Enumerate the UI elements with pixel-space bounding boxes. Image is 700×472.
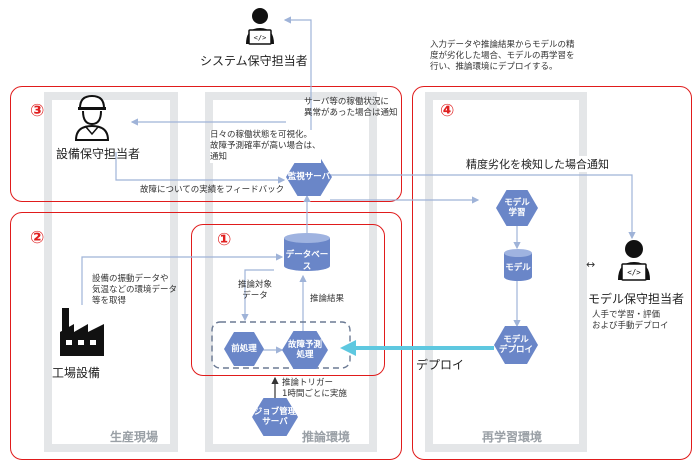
model-label: モデル [505,263,531,273]
system-maintainer-label: システム保守担当者 [200,54,308,68]
model-maintainer-label: モデル保守担当者 [588,292,685,306]
database-icon [284,233,330,271]
factory-icon [60,308,104,356]
monitoring-server-label: 監視サーバ [287,172,331,182]
engineer-laptop-icon: </> [246,8,274,45]
helmet-worker-icon [74,94,110,141]
model-training-label-1: モデル [504,198,530,208]
failure-prediction-label-2: 処理 [296,350,314,360]
factory-label: 工場設備 [52,366,101,380]
inference-target-text: 推論対象 データ [238,280,273,301]
model-training-node: モデル学習 [496,190,538,226]
region-2-box [10,212,402,460]
region-number-2: ② [30,228,45,248]
deploy-text: デプロイ [416,358,465,372]
equipment-maintainer-label: 設備保守担当者 [56,147,141,161]
svg-text:↔: ↔ [586,258,595,271]
env-production-label: 生産現場 [110,430,159,444]
job-server-label-2: サーバ [262,417,288,427]
env-inference-label: 推論環境 [302,430,351,444]
failure-prediction-label-1: 故障予測 [287,340,322,350]
model-deploy-label-1: モデル [503,335,529,345]
engineer-laptop-icon: </> [618,240,650,281]
svg-text:</>: </> [254,34,267,42]
model-deploy-label-2: デプロイ [498,345,533,355]
trigger-text: 推論トリガー 1時間ごとに実施 [282,378,347,399]
svg-text:</>: </> [627,268,641,277]
region-number-3: ③ [30,101,45,121]
inference-result-text: 推論結果 [310,294,345,304]
retrain-notice-text: 入力データや推論結果からモデルの精 度が劣化した場合、モデルの再学習を 行い、推… [430,40,575,72]
database-icon [504,249,532,281]
sensor-data-text: 設備の振動データや 気温などの環境データ 等を取得 [92,274,178,306]
visualize-text: 日々の稼働状態を可視化。 故障予測確率が高い場合は、 通知 [210,130,321,163]
job-server-label-1: ジョブ管理 [253,407,297,417]
accuracy-notice-text: 精度劣化を検知した場合通知 [466,156,609,172]
model-training-label-2: 学習 [508,208,526,218]
region-number-1: ① [217,230,232,250]
region-number-4: ④ [440,101,455,121]
database-label: データベース [285,250,329,272]
env-retraining-label: 再学習環境 [482,430,543,444]
manual-text: 人手で学習・評価 および手動デプロイ [592,310,669,331]
region-4-box [412,86,692,460]
region-1-box [191,224,385,376]
region-3-box [10,86,402,202]
preprocess-label: 前処理 [231,344,257,354]
server-anomaly-text: サーバ等の稼働状況に 異常があった場合は通知 [304,97,398,118]
feedback-text: 故障についての実績をフィードバック [140,185,285,195]
